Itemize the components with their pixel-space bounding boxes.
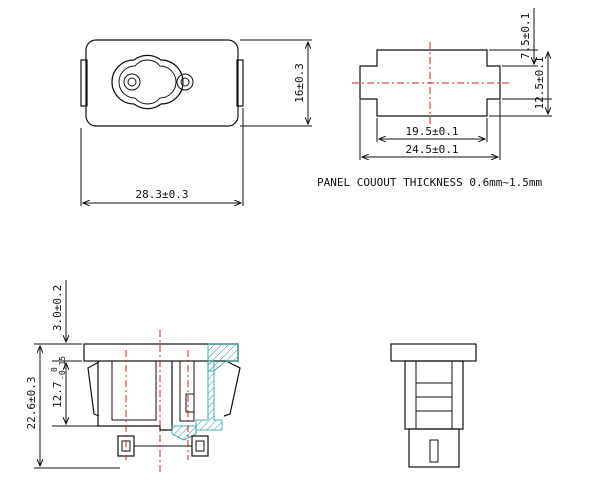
flange-thickness-dimension: 3.0±0.2 [51,285,64,331]
left-contact-pin [127,77,137,87]
body-right-section-hatch [195,360,223,431]
front-body-outline [85,39,239,127]
bottom-section-hatch [171,425,197,441]
right-terminal-hole [195,440,205,452]
body-width-dimension: 28.3±0.3 [136,188,189,201]
overall-height-dimension: 22.6±0.3 [25,377,38,430]
body-depth-dimension: 12.7 [51,382,64,409]
front-right-tab [236,59,244,107]
front-left-tab [80,59,88,107]
rear-body [404,360,464,430]
socket-outline [111,54,184,110]
front-view: 28.3±0.3 16±0.3 [80,39,312,206]
panel-cutout-view: 19.5±0.1 24.5±0.1 7.5±0.1 12.5±0.1 PANEL… [317,8,552,189]
panel-thickness-note: PANEL COUOUT THICKNESS 0.6mm~1.5mm [317,176,543,189]
body-inner-cavity [111,361,157,421]
cutout-outline [359,49,501,117]
rear-view [390,343,477,468]
body-depth-value: 12.7 [51,382,64,409]
body-depth-lower-tolerance: -0.15 [58,356,67,380]
rear-terminal-slot [429,439,439,463]
cutout-inner-width-dimension: 19.5±0.1 [406,125,459,138]
contact-channel [179,360,195,422]
cutout-outer-width-dimension: 24.5±0.1 [406,143,459,156]
body-height-dimension: 16±0.3 [293,63,306,103]
right-terminal [191,435,209,457]
rear-flange [390,343,477,362]
rear-terminal-block [408,428,460,468]
socket-inner-outline [118,59,177,105]
cutout-tab-height-dimension: 7.5±0.1 [519,13,532,59]
contact-spring [185,393,195,413]
right-latch [223,361,241,417]
left-latch [87,361,100,417]
left-contact-hole [123,73,141,91]
side-section-view: 3.0±0.2 22.6±0.3 12.7 0 -0.15 [25,280,241,474]
body-depth-upper-tolerance: 0 [50,367,59,372]
right-contact-hole [176,73,194,91]
cutout-height-dimension: 12.5±0.1 [533,57,546,110]
right-contact-pin [180,77,190,87]
